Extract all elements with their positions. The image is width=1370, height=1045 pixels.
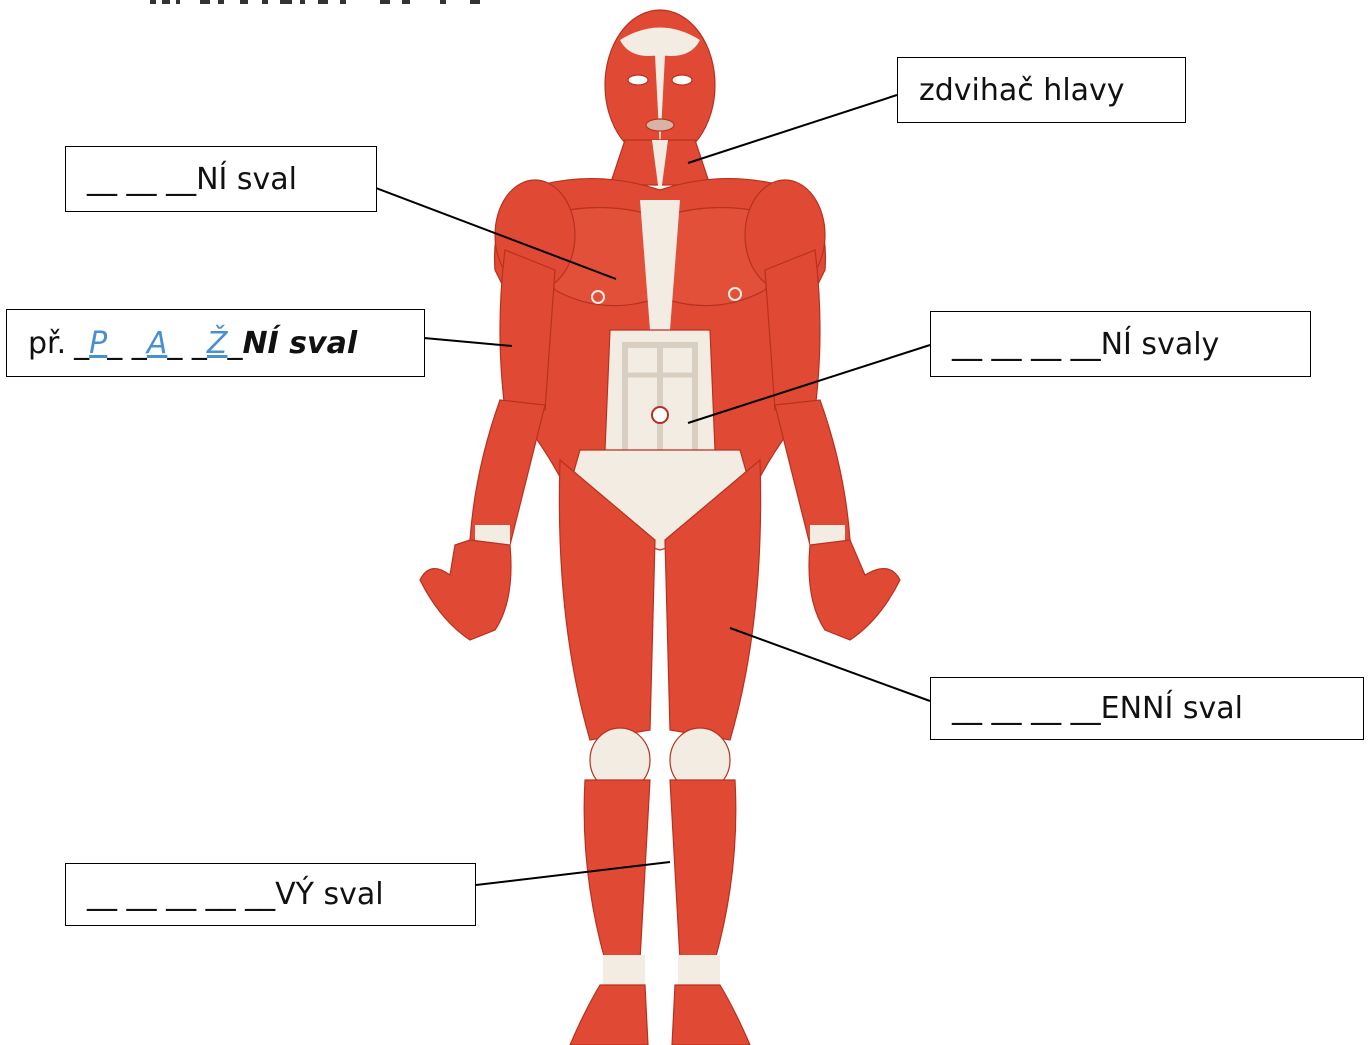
forearm-right — [775, 400, 850, 545]
leader-example — [424, 338, 512, 346]
label-thigh: __ __ __ __ENNÍ sval — [930, 677, 1364, 740]
label-chest-text: __ __ __NÍ sval — [87, 162, 297, 197]
label-abdomen: __ __ __ __NÍ svaly — [930, 311, 1311, 377]
label-example-answer: př. _P_ _A_ _Ž_NÍ sval — [6, 309, 425, 377]
hand-right — [809, 540, 900, 640]
foot-right — [672, 985, 750, 1045]
label-head-lifter: zdvihač hlavy — [897, 57, 1186, 123]
leader-head-lifter — [688, 95, 897, 163]
shin-right — [670, 780, 736, 960]
example-blank: _ — [227, 326, 242, 361]
example-blank: _ _ — [167, 326, 207, 361]
forearm-left — [470, 400, 545, 545]
label-chest: __ __ __NÍ sval — [65, 146, 377, 212]
human-muscle-body — [420, 10, 900, 1045]
upper-arm-right — [765, 250, 820, 410]
label-head-lifter-text: zdvihač hlavy — [919, 73, 1125, 108]
label-calf-text: __ __ __ __ __VÝ sval — [87, 877, 384, 912]
example-blank: _ _ — [107, 326, 147, 361]
example-letter: A — [147, 326, 168, 361]
hand-left — [420, 540, 511, 640]
upper-arm-left — [500, 250, 555, 410]
label-calf: __ __ __ __ __VÝ sval — [65, 863, 476, 926]
leader-thigh — [730, 628, 930, 701]
example-letter: P — [89, 326, 107, 361]
label-abdomen-text: __ __ __ __NÍ svaly — [952, 327, 1219, 362]
example-suffix: NÍ sval — [242, 326, 357, 361]
foot-left — [570, 985, 648, 1045]
example-prefix: př. — [28, 326, 66, 361]
example-letter: Ž — [207, 326, 228, 361]
label-thigh-text: __ __ __ __ENNÍ sval — [952, 691, 1243, 726]
example-answer: _P_ _A_ _Ž_NÍ sval — [74, 326, 357, 361]
example-blank: _ — [74, 326, 89, 361]
